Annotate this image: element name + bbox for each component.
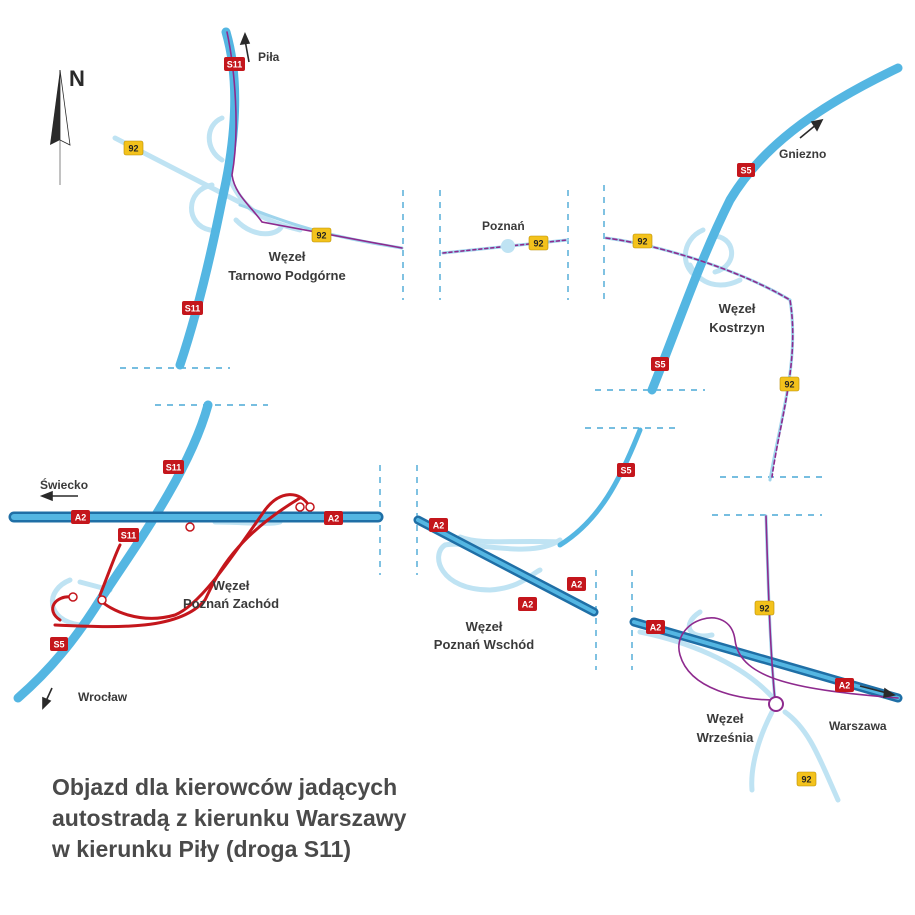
svg-text:Września: Września	[697, 730, 755, 745]
detour-route-red	[51, 493, 312, 629]
city-wroclaw: Wrocław	[78, 690, 128, 704]
junction-kostrzyn: Węzeł Kostrzyn	[709, 301, 765, 335]
svg-text:S5: S5	[620, 466, 631, 476]
shield-s5: S5	[651, 357, 669, 371]
svg-text:A2: A2	[571, 580, 583, 590]
city-warszawa: Warszawa	[829, 719, 887, 733]
junction-wschod: Węzeł Poznań Wschód	[434, 619, 534, 652]
detour-markers	[68, 502, 315, 605]
svg-text:A2: A2	[522, 600, 534, 610]
shield-92: 92	[779, 376, 800, 392]
svg-text:Węzeł: Węzeł	[269, 249, 306, 264]
shield-92: 92	[123, 140, 144, 156]
svg-text:92: 92	[759, 604, 769, 614]
roundabout-wrzesnia	[768, 696, 784, 712]
junction-tarnowo: Węzeł Tarnowo Podgórne	[228, 249, 345, 283]
svg-text:92: 92	[784, 380, 794, 390]
shield-a2: A2	[835, 678, 854, 692]
north-label: N	[69, 66, 85, 91]
shield-a2: A2	[429, 518, 448, 532]
main-roads	[8, 27, 903, 703]
caption-line: w kierunku Piły (droga S11)	[52, 836, 352, 862]
caption-line: autostradą z kierunku Warszawy	[52, 805, 407, 831]
svg-text:A2: A2	[433, 521, 445, 531]
shield-a2: A2	[324, 511, 343, 525]
shield-s5: S5	[50, 637, 68, 651]
roundabout-poznan	[501, 239, 515, 253]
svg-text:A2: A2	[75, 513, 87, 523]
svg-text:S5: S5	[654, 360, 665, 370]
svg-text:A2: A2	[839, 681, 851, 691]
svg-text:A2: A2	[328, 514, 340, 524]
junction-wrzesnia: Węzeł Września	[697, 711, 755, 745]
city-poznan: Poznań	[482, 219, 525, 233]
svg-text:Kostrzyn: Kostrzyn	[709, 320, 765, 335]
svg-text:92: 92	[801, 775, 811, 785]
city-swiecko: Świecko	[40, 477, 88, 492]
shield-a2: A2	[567, 577, 586, 591]
svg-text:92: 92	[316, 231, 326, 241]
svg-text:Poznań Zachód: Poznań Zachód	[183, 596, 279, 611]
direction-arrows	[39, 31, 897, 710]
svg-text:S11: S11	[227, 60, 243, 70]
shield-a2: A2	[646, 620, 665, 634]
svg-text:Poznań Wschód: Poznań Wschód	[434, 637, 534, 652]
svg-text:Węzeł: Węzeł	[466, 619, 503, 634]
shield-92: 92	[754, 600, 775, 616]
city-gniezno: Gniezno	[779, 147, 826, 161]
svg-text:S11: S11	[121, 531, 137, 541]
svg-text:Węzeł: Węzeł	[213, 578, 250, 593]
svg-text:92: 92	[533, 239, 543, 249]
svg-text:92: 92	[637, 237, 647, 247]
shield-s11: S11	[118, 528, 139, 542]
svg-text:S11: S11	[185, 304, 201, 314]
shield-s5: S5	[617, 463, 635, 477]
shield-92: 92	[796, 771, 817, 787]
shield-92: 92	[528, 235, 549, 251]
city-pila: Piła	[258, 50, 280, 64]
map-caption: Objazd dla kierowców jadących autostradą…	[52, 772, 612, 865]
shield-s11: S11	[182, 301, 203, 315]
shield-92: 92	[311, 227, 332, 243]
svg-text:Węzeł: Węzeł	[707, 711, 744, 726]
shield-92: 92	[632, 233, 653, 249]
caption-line: Objazd dla kierowców jadących	[52, 774, 398, 800]
shield-a2: A2	[518, 597, 537, 611]
svg-text:Tarnowo Podgórne: Tarnowo Podgórne	[228, 268, 345, 283]
shield-s11: S11	[224, 57, 245, 71]
svg-text:A2: A2	[650, 623, 662, 633]
svg-text:S5: S5	[740, 166, 751, 176]
junction-zachod: Węzeł Poznań Zachód	[183, 578, 279, 611]
svg-text:S11: S11	[166, 463, 182, 473]
shield-s5: S5	[737, 163, 755, 177]
shield-s11: S11	[163, 460, 184, 474]
svg-text:S5: S5	[53, 640, 64, 650]
svg-text:92: 92	[128, 144, 138, 154]
svg-text:Węzeł: Węzeł	[719, 301, 756, 316]
shield-a2: A2	[71, 510, 90, 524]
north-arrow: N	[50, 66, 85, 185]
